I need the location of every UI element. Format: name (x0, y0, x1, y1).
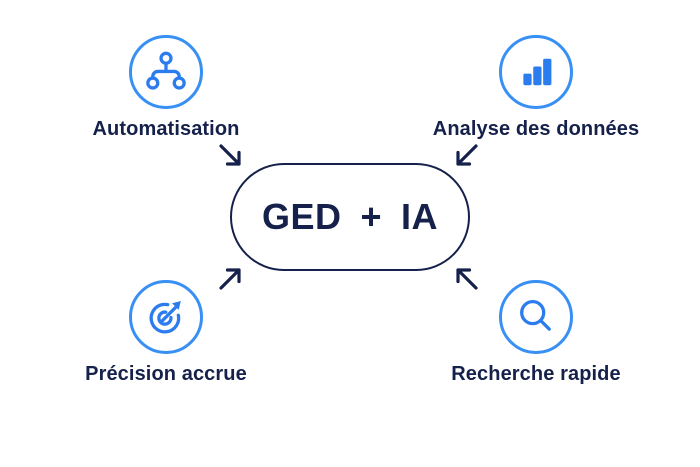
target-arrow-icon (149, 301, 181, 334)
feature-analyse-donnees: Analyse des données (406, 35, 666, 141)
feature-automatisation: Automatisation (36, 35, 296, 141)
arrow-up-right-icon (219, 268, 241, 290)
feature-label: Précision accrue (85, 363, 247, 385)
center-badge-ged-plus-ia: GED + IA (230, 163, 470, 271)
arrow-up-left-icon (456, 268, 478, 290)
feature-label: Automatisation (92, 118, 240, 140)
arrow-down-right-icon (219, 144, 241, 166)
badge-right-term: IA (401, 196, 439, 237)
feature-label: Analyse des données (432, 118, 640, 140)
feature-precision-accrue: Précision accrue (36, 280, 296, 386)
feature-label: Recherche rapide (451, 363, 621, 385)
icon-circle (499, 35, 573, 109)
badge-left-term: GED (261, 196, 342, 237)
org-chart-icon (146, 51, 186, 90)
bar-chart-icon (523, 58, 552, 86)
icon-circle (499, 280, 573, 354)
icon-circle (129, 35, 203, 109)
icon-circle (129, 280, 203, 354)
badge-plus-sign: + (360, 196, 383, 237)
feature-recherche-rapide: Recherche rapide (406, 280, 666, 386)
arrow-down-left-icon (456, 144, 478, 166)
search-icon (520, 299, 551, 331)
